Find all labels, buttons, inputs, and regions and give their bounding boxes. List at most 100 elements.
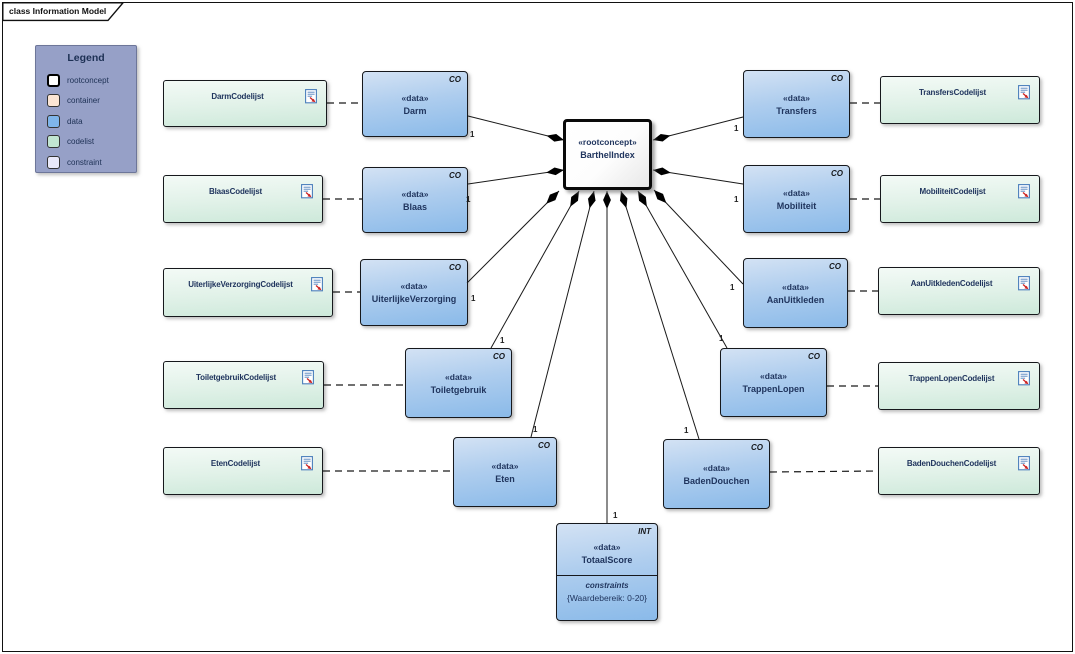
data-swatch [47,114,60,128]
document-icon [1018,456,1031,476]
document-icon [1018,276,1031,296]
node-tag: CO [493,352,505,361]
node-name: Mobiliteit [776,200,817,211]
node-badendouchencodelijst[interactable]: BadenDouchenCodelijst [878,447,1040,495]
legend-item-container: container [36,91,136,112]
node-tag: INT [638,527,651,536]
codelist-swatch [47,135,60,149]
legend-item-label: constraint [67,157,102,167]
codelist-name: AanUitkledenCodelijst [910,279,993,288]
node-stereotype: «data» [703,462,730,473]
frame-tab-shape [2,2,125,22]
document-icon [311,277,324,297]
node-trappenlopen[interactable]: CO «data» TrappenLopen [720,348,827,417]
codelist-name: EtenCodelijst [210,459,261,468]
node-tag: CO [751,443,763,452]
node-name: BadenDouchen [683,475,750,486]
node-stereotype: «data» [783,187,810,198]
codelist-name: BadenDouchenCodelijst [906,459,997,468]
node-tag: CO [829,262,841,271]
node-transfers[interactable]: CO «data» Transfers [743,70,850,138]
constraint-swatch [47,155,60,169]
node-stereotype: «data» [400,281,428,291]
node-darm[interactable]: CO «data» Darm [362,71,468,137]
node-stereotype: «rootconcept» [578,137,637,147]
node-uiterlijkeverzorging[interactable]: CO «data» UiterlijkeVerzorging [360,259,468,326]
container-swatch [47,94,60,108]
node-name: AanUitkleden [766,294,825,305]
codelist-name: DarmCodelijst [211,92,264,101]
node-name: Transfers [776,105,817,116]
node-aanuitkledencodelijst[interactable]: AanUitkledenCodelijst [878,267,1040,315]
node-tag: CO [831,74,843,83]
node-mobiliteit[interactable]: CO «data» Mobiliteit [743,165,850,233]
node-tag: CO [449,263,461,272]
document-icon [301,456,314,476]
constraints-compartment: constraints {Waardebereik: 0-20} [557,575,657,626]
rootconcept-swatch [47,73,60,87]
legend-item-label: container [67,96,100,106]
codelist-name: ToiletgebruikCodelijst [195,373,277,382]
node-name: Blaas [402,201,428,212]
codelist-name: TransfersCodelijst [918,88,987,97]
node-etencodelijst[interactable]: EtenCodelijst [163,447,323,495]
node-stereotype: «data» [401,188,429,199]
node-badendouchen[interactable]: CO «data» BadenDouchen [663,439,770,509]
node-name: TrappenLopen [742,384,805,394]
legend-item-data: data [36,111,136,132]
node-darmcodelijst[interactable]: DarmCodelijst [163,80,327,127]
node-stereotype: «data» [593,542,621,552]
codelist-name: TrappenLopenCodelijst [908,374,995,383]
legend-item-label: rootconcept [67,75,109,85]
node-name: Darm [403,105,427,116]
document-icon [1018,184,1031,204]
frame-tab: class Information Model [2,2,130,22]
legend-item-rootconcept: rootconcept [36,70,136,91]
legend-item-label: data [67,116,83,126]
node-toiletgebruikcodelijst[interactable]: ToiletgebruikCodelijst [163,361,324,409]
node-eten[interactable]: CO «data» Eten [453,437,557,507]
node-mobiliteitcodelijst[interactable]: MobiliteitCodelijst [880,175,1040,223]
node-name: UiterlijkeVerzorging [371,294,457,304]
node-name: TotaalScore [581,555,633,565]
node-uiterlijkeverzorgingcodelijst[interactable]: UiterlijkeVerzorgingCodelijst [163,268,333,317]
node-blaascodelijst[interactable]: BlaasCodelijst [163,175,323,223]
node-stereotype: «data» [782,281,809,292]
legend-item-label: codelist [67,137,95,147]
node-name: Eten [495,473,515,484]
node-name: Toiletgebruik [430,384,487,395]
document-icon [1018,371,1031,391]
legend-item-constraint: constraint [36,152,136,173]
node-tag: CO [808,352,820,361]
node-tag: CO [538,441,550,450]
document-icon [305,89,318,109]
constraint-value: {Waardebereik: 0-20} [566,593,647,603]
node-barthelindex[interactable]: «rootconcept» BarthelIndex [563,119,652,190]
codelist-name: BlaasCodelijst [208,187,263,196]
node-stereotype: «data» [783,92,810,103]
node-stereotype: «data» [491,460,519,471]
node-stereotype: «data» [445,371,472,382]
node-tag: CO [449,171,461,180]
codelist-name: MobiliteitCodelijst [919,187,986,196]
document-icon [1018,85,1031,105]
document-icon [302,370,315,390]
legend[interactable]: Legend rootconcept container data codeli… [35,45,137,173]
node-tag: CO [831,169,843,178]
node-blaas[interactable]: CO «data» Blaas [362,167,468,233]
node-name: BarthelIndex [580,150,635,160]
node-trappenlopencodelijst[interactable]: TrappenLopenCodelijst [878,362,1040,410]
document-icon [301,184,314,204]
codelist-name: UiterlijkeVerzorgingCodelijst [188,280,293,289]
node-tag: CO [449,75,461,84]
frame-tab-label: class Information Model [9,6,107,16]
node-aanuitkleden[interactable]: CO «data» AanUitkleden [743,258,848,328]
legend-item-codelist: codelist [36,132,136,153]
node-toiletgebruik[interactable]: CO «data» Toiletgebruik [405,348,512,418]
node-transferscodelijst[interactable]: TransfersCodelijst [880,76,1040,124]
node-stereotype: «data» [401,92,429,103]
node-totaalscore[interactable]: INT «data» TotaalScore constraints {Waar… [556,523,658,621]
legend-title: Legend [67,52,105,64]
